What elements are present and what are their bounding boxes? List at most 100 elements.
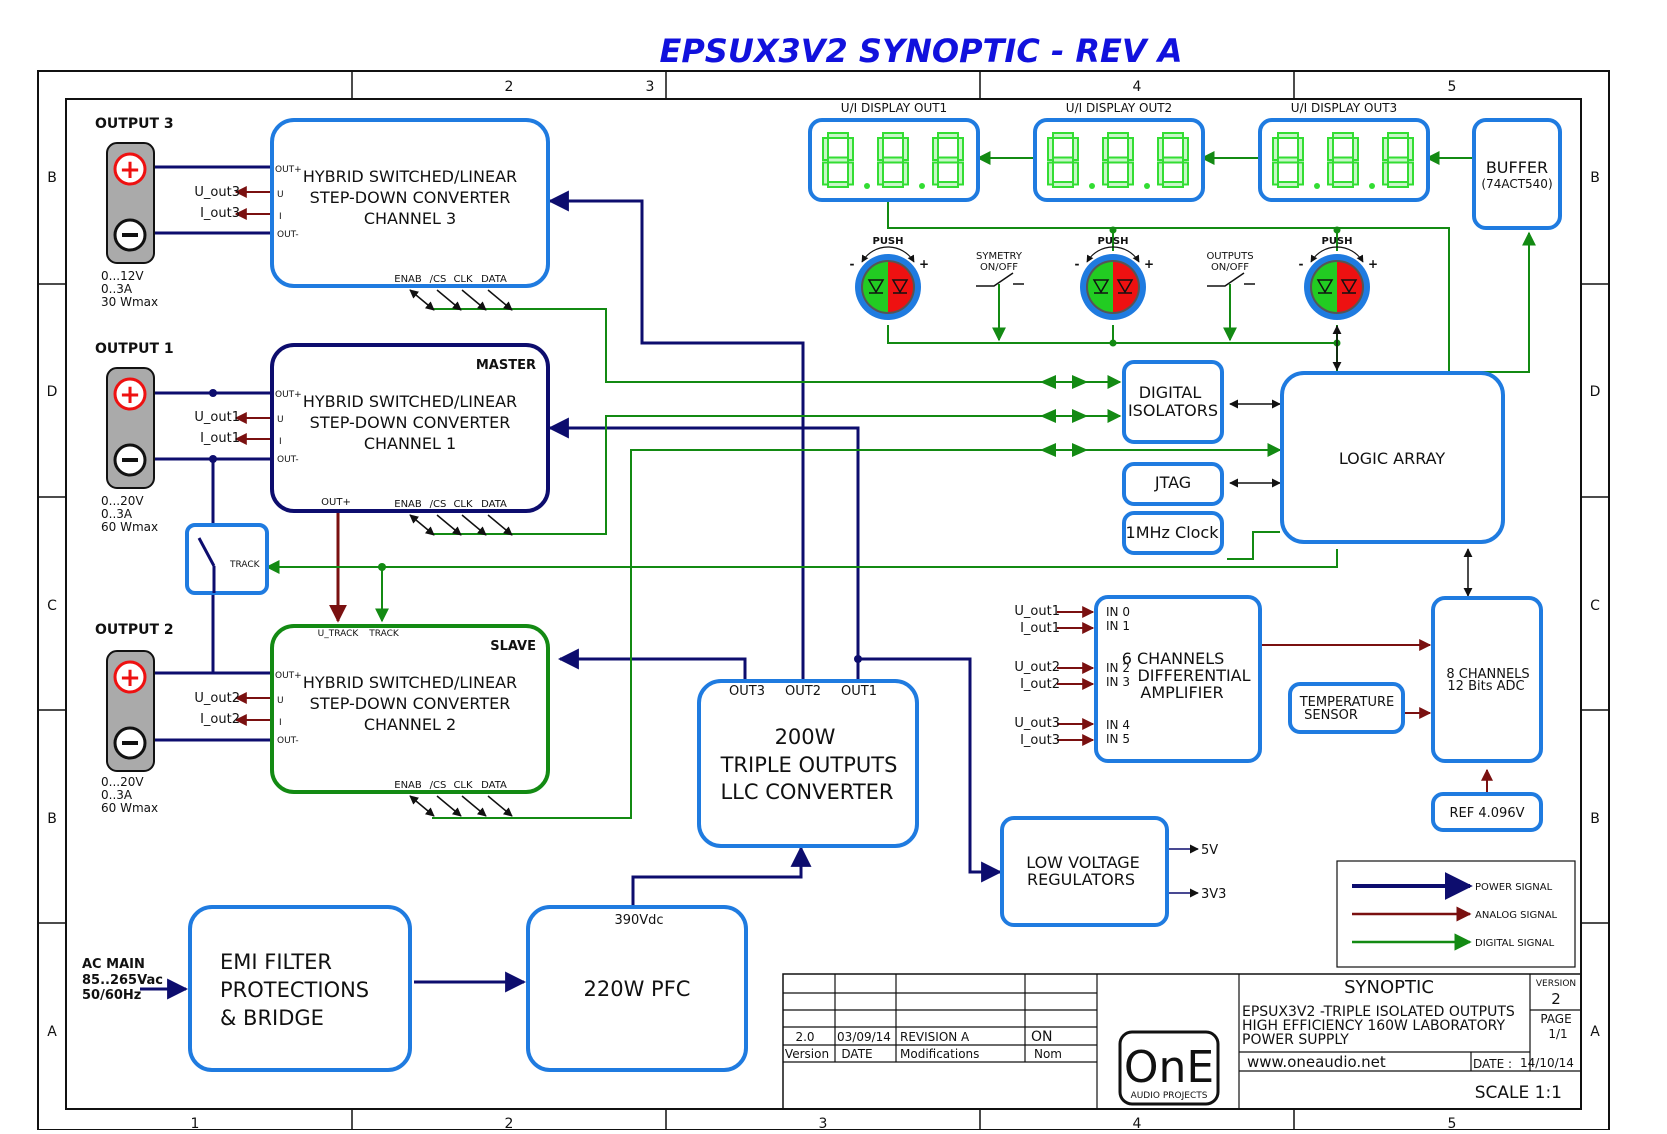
- ref-box[interactable]: [1431, 792, 1543, 832]
- lvr-output: 5V: [1201, 843, 1218, 858]
- bus-arrow: [409, 795, 435, 817]
- bus-arrow: [436, 289, 462, 311]
- plus-terminal-icon[interactable]: [113, 377, 147, 411]
- segment: [1127, 161, 1134, 186]
- output-label: OUTPUT 3: [95, 116, 174, 132]
- clock-box[interactable]: [1122, 511, 1224, 555]
- segment: [932, 137, 939, 161]
- llc-title: TRIPLE OUTPUTS: [720, 753, 898, 777]
- led-red-half: [888, 262, 913, 312]
- amplifier-input: IN 2: [1106, 661, 1130, 675]
- sheet-description: HIGH EFFICIENCY 160W LABORATORY: [1242, 1018, 1505, 1034]
- col-label: 3: [646, 79, 655, 95]
- pin-label: ENAB: [394, 274, 422, 285]
- segment: [1387, 132, 1409, 139]
- encoder-1: PUSH-+: [850, 236, 929, 320]
- plus-terminal-icon[interactable]: [113, 660, 147, 694]
- amplifier-input: IN 1: [1106, 619, 1130, 633]
- clock: 1MHz Clock: [1122, 511, 1224, 555]
- amplifier-signal: U_out1: [1014, 604, 1060, 619]
- segment: [1127, 137, 1134, 161]
- analog-signal-label: I_out1: [200, 431, 240, 446]
- led-green-half: [1312, 262, 1337, 312]
- temp-sensor-box[interactable]: [1288, 682, 1405, 734]
- page-title: EPSUX3V2 SYNOPTIC - REV A: [659, 32, 1182, 70]
- col-label: 5: [1448, 79, 1457, 95]
- segment: [847, 161, 854, 186]
- temp-sensor-title: TEMPERATURE: [1299, 695, 1395, 710]
- pin-label: CLK: [453, 780, 473, 791]
- emi-box[interactable]: [188, 905, 412, 1072]
- pfc-vdc: 390Vdc: [614, 913, 663, 928]
- lvr-box[interactable]: [1000, 816, 1169, 927]
- analog-signal-label: U_out2: [194, 691, 240, 706]
- sheet-title: SYNOPTIC: [1344, 977, 1434, 998]
- bus-arrow: [487, 289, 513, 311]
- jtag-box[interactable]: [1122, 462, 1224, 506]
- logic-array-box[interactable]: [1280, 371, 1505, 544]
- llc-box[interactable]: [697, 679, 919, 848]
- converter-box[interactable]: [270, 118, 550, 288]
- jtag: JTAG: [1122, 462, 1224, 506]
- converter-box[interactable]: [270, 343, 550, 513]
- pin-label: ENAB: [394, 780, 422, 791]
- converter-channel: CHANNEL 1: [364, 434, 456, 453]
- output-spec: 30 Wmax: [101, 295, 158, 309]
- bus-arrow: [436, 514, 462, 536]
- segment: [882, 156, 904, 164]
- col-label: 5: [1448, 1116, 1457, 1130]
- segment: [827, 132, 849, 139]
- plus-icon: +: [119, 155, 141, 185]
- output-spec: 60 Wmax: [101, 520, 158, 534]
- segment: [1332, 181, 1354, 188]
- diode-icon: [1092, 279, 1110, 294]
- amplifier-signal: I_out2: [1020, 677, 1060, 692]
- pin-label: CLK: [453, 274, 473, 285]
- row-label: B: [47, 170, 57, 186]
- segment: [1182, 161, 1189, 186]
- switch-label: OUTPUTS: [1206, 251, 1253, 262]
- pin-label: U: [277, 415, 284, 425]
- clock-label: 1MHz Clock: [1126, 523, 1220, 542]
- converter-title: HYBRID SWITCHED/LINEAR: [303, 673, 517, 692]
- output-spec: 0...20V: [101, 775, 144, 789]
- row-label: C: [47, 598, 57, 614]
- sheet-description: POWER SUPPLY: [1242, 1032, 1349, 1048]
- isolators-box[interactable]: [1122, 360, 1224, 444]
- pin-label: TRACK: [368, 629, 400, 639]
- date-label: DATE :: [1473, 1057, 1512, 1071]
- segment: [937, 132, 959, 139]
- pin-label: DATA: [481, 499, 507, 510]
- segment: [1327, 137, 1334, 161]
- frame-ticks: [38, 71, 1609, 1130]
- output-label: OUTPUT 2: [95, 622, 174, 638]
- buffer-box[interactable]: [1472, 118, 1562, 230]
- bus-arrow: [487, 514, 513, 536]
- adc-box[interactable]: [1431, 596, 1543, 763]
- analog-wires: [234, 186, 1493, 792]
- pfc-box[interactable]: [526, 905, 748, 1072]
- decimal-point: [1089, 183, 1095, 189]
- temp-sensor-title: SENSOR: [1304, 708, 1358, 723]
- converter-box[interactable]: [270, 624, 550, 794]
- track-switch-box[interactable]: [185, 523, 269, 595]
- segment: [882, 181, 904, 188]
- ref-label: REF 4.096V: [1450, 806, 1525, 821]
- pin-label: /CS: [430, 499, 447, 510]
- plus-terminal-icon[interactable]: [113, 152, 147, 186]
- ac-main-label: 50/60Hz: [82, 988, 141, 1003]
- output-spec: 0..3A: [101, 788, 133, 802]
- segment: [1162, 156, 1184, 164]
- amplifier-box[interactable]: [1094, 595, 1262, 763]
- company-logo: [1118, 1030, 1220, 1106]
- diode-icon: [1316, 279, 1334, 294]
- rev-nom: ON: [1031, 1029, 1053, 1045]
- segment: [937, 156, 959, 164]
